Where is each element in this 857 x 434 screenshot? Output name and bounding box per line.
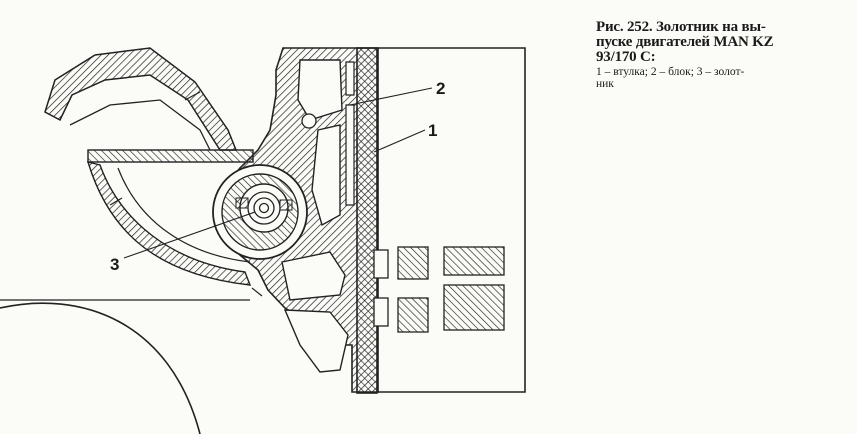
caption-title-line: 93/170 C: [596, 49, 656, 65]
housing-outline [378, 47, 526, 393]
spool-key-1 [235, 197, 249, 209]
leader-3 [123, 211, 256, 259]
callout-2: 2 [436, 79, 445, 98]
callout-1: 1 [428, 121, 437, 140]
crank-arc [0, 302, 201, 434]
leader-1 [373, 129, 426, 153]
caption-legend-line: 1 – втулка; 2 – блок; 3 – золот- [596, 66, 745, 78]
cavity-slot-1 [345, 61, 355, 96]
cavity-lower [281, 251, 346, 301]
spool-valve-drawing: 2 1 3 [0, 47, 526, 434]
port-3 [443, 246, 505, 276]
callout-3: 3 [110, 255, 119, 274]
exhaust-pipe [44, 47, 238, 151]
caption-title-line: пуске двигателей MAN KZ [596, 34, 774, 50]
caption-legend: 1 – втулка; 2 – блок; 3 – золот- ник [596, 66, 836, 90]
lower-casing-inner [117, 167, 251, 263]
caption-legend-line: ник [596, 78, 614, 90]
caption-title-line: Рис. 252. Золотник на вы- [596, 19, 766, 35]
spool-c3 [258, 202, 270, 214]
spool-c2 [253, 197, 275, 219]
port-2 [397, 246, 429, 280]
cavity-slot-2 [345, 104, 355, 206]
cavity-mid [311, 124, 341, 227]
cavity-upper [297, 59, 343, 121]
leader-2 [349, 87, 433, 106]
port-4 [373, 297, 389, 327]
flange [87, 149, 254, 163]
spool-key-2 [279, 199, 293, 211]
sleeve-bar [356, 47, 378, 394]
lower-casing [86, 161, 252, 286]
port-5 [397, 297, 429, 333]
caption-title: Рис. 252. Золотник на вы- пуске двигател… [596, 20, 836, 65]
port-6 [443, 284, 505, 331]
small-bore [301, 113, 317, 129]
figure-caption: Рис. 252. Золотник на вы- пуске двигател… [596, 20, 836, 91]
technical-drawing: 2 1 3 [0, 47, 526, 434]
port-1 [373, 249, 389, 279]
exhaust-inner [69, 99, 211, 151]
cavity-bottom [283, 309, 349, 373]
